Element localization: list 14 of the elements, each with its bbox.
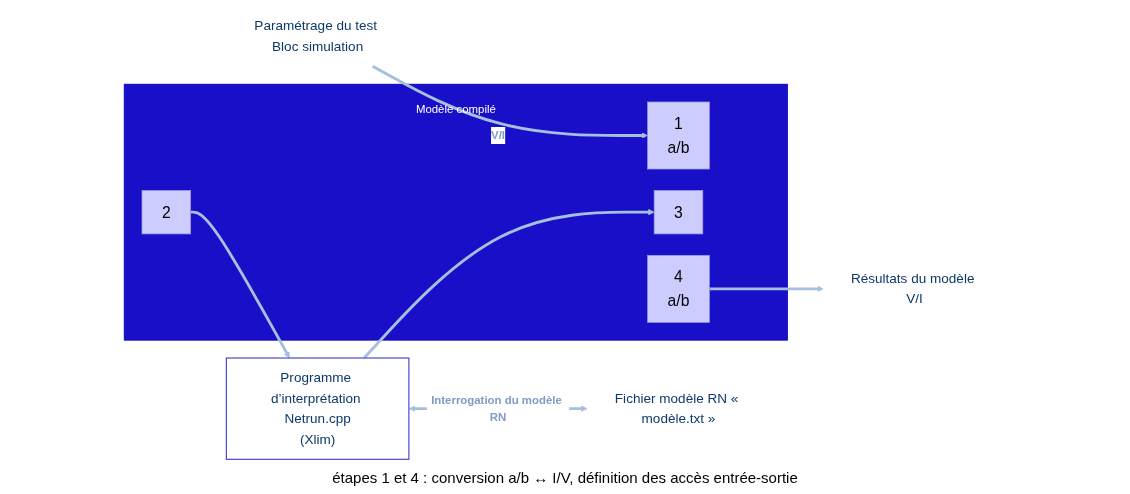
- arrow: [190, 210, 290, 359]
- node-box: Programme d’interprétation Netrun.cpp (Xlim): [225, 357, 410, 460]
- node-box: 2: [141, 190, 191, 235]
- node-box: 1 a/b: [647, 101, 710, 170]
- node-text: Résultats du modèle V/I: [850, 270, 975, 306]
- caption: étapes 1 et 4 : conversion a/b ↔ I/V, définition des accès entrée-sortie: [332, 469, 798, 486]
- node-text: Paramétrage du test Bloc simulation: [254, 17, 378, 54]
- edge-label: Interrogation du modèle RN: [431, 393, 562, 423]
- node-text: Fichier modèle RN « modèle.txt »: [614, 390, 739, 426]
- node-box: 3: [653, 190, 704, 235]
- node-box: 4 a/b: [647, 254, 710, 323]
- arrow: [371, 65, 648, 139]
- edge-label: V/I: [491, 129, 506, 142]
- arrow: [709, 285, 824, 292]
